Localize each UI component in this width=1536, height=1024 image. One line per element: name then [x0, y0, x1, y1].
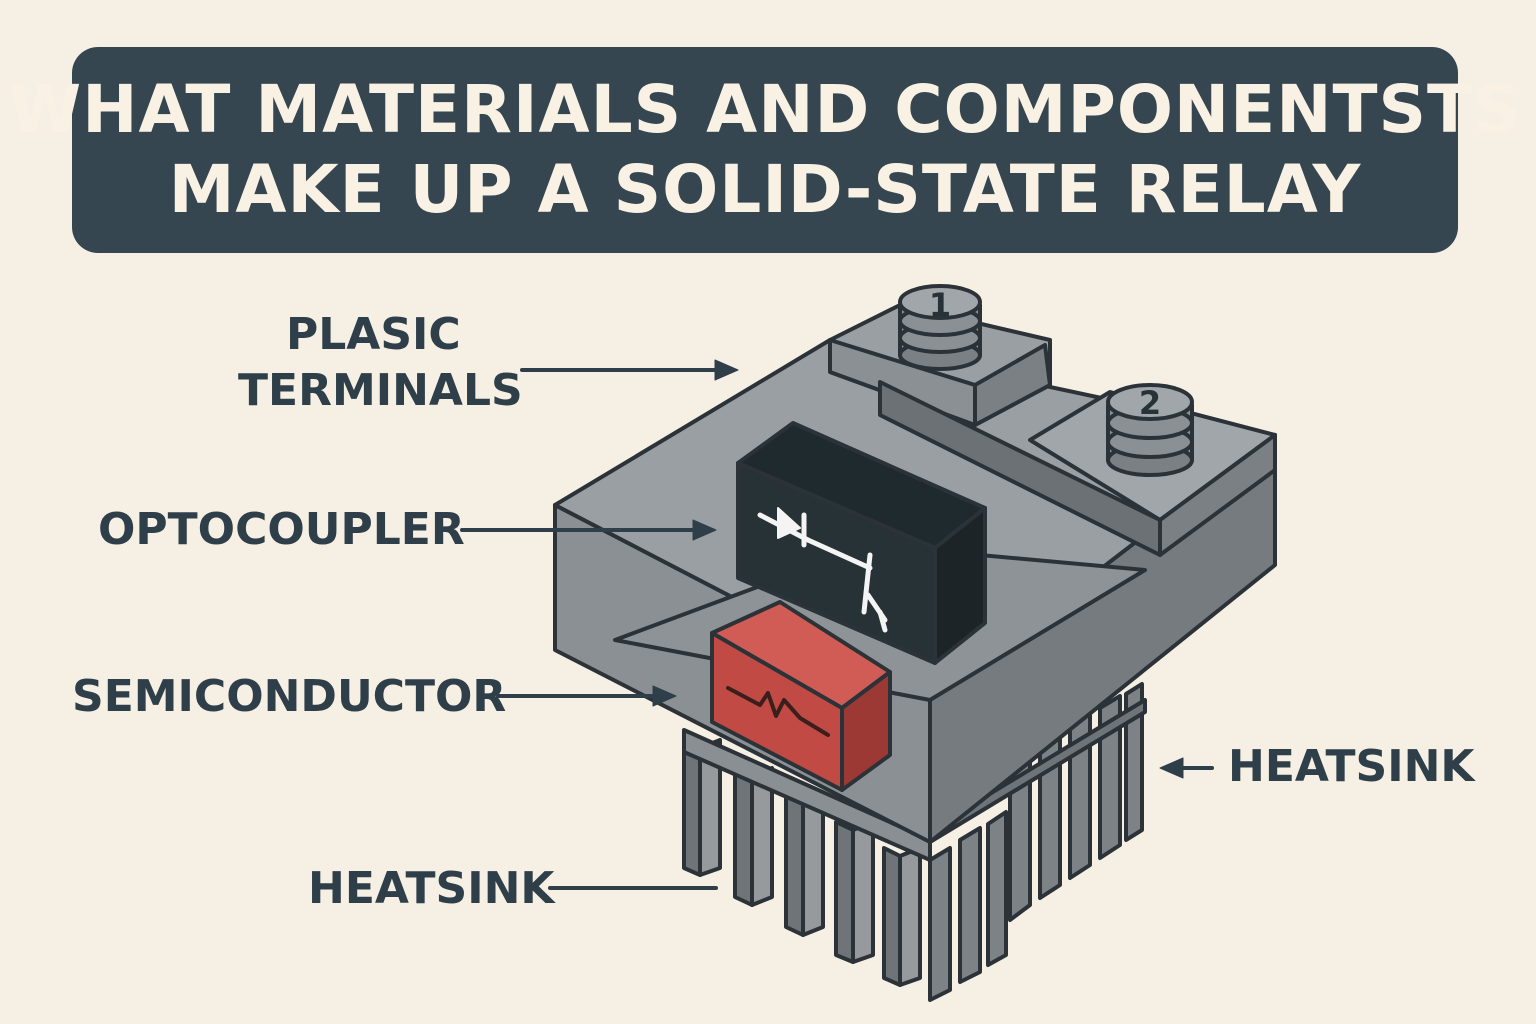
title-banner: WHAT MATERIALS AND COMPONENTSTS MAKE UP … — [8, 47, 1521, 253]
label-semiconductor: SEMICONDUCTOR — [72, 671, 507, 722]
terminal-2-number: 2 — [1139, 384, 1161, 422]
leader-arrows — [460, 359, 1214, 890]
label-optocoupler: OPTOCOUPLER — [98, 504, 465, 555]
terminal-screw-1 — [898, 284, 982, 371]
title-line-1: WHAT MATERIALS AND COMPONENTSTS — [8, 71, 1522, 148]
title-line-2: MAKE UP A SOLID-STATE RELAY — [168, 151, 1362, 228]
label-plastic-terminals-line2: TERMINALS — [238, 365, 523, 416]
label-heatsink-bottom: HEATSINK — [308, 863, 555, 914]
heatsink-fins — [682, 682, 1147, 1002]
label-plastic-terminals-line1: PLASIC — [286, 309, 461, 360]
zigzag-waveform-icon — [726, 686, 830, 737]
optocoupler-chip — [736, 421, 987, 665]
terminal-screw-2 — [1106, 383, 1194, 477]
terminal-1-number: 1 — [929, 286, 951, 324]
diode-transistor-symbol-icon — [757, 507, 888, 633]
label-heatsink-right: HEATSINK — [1228, 741, 1475, 792]
